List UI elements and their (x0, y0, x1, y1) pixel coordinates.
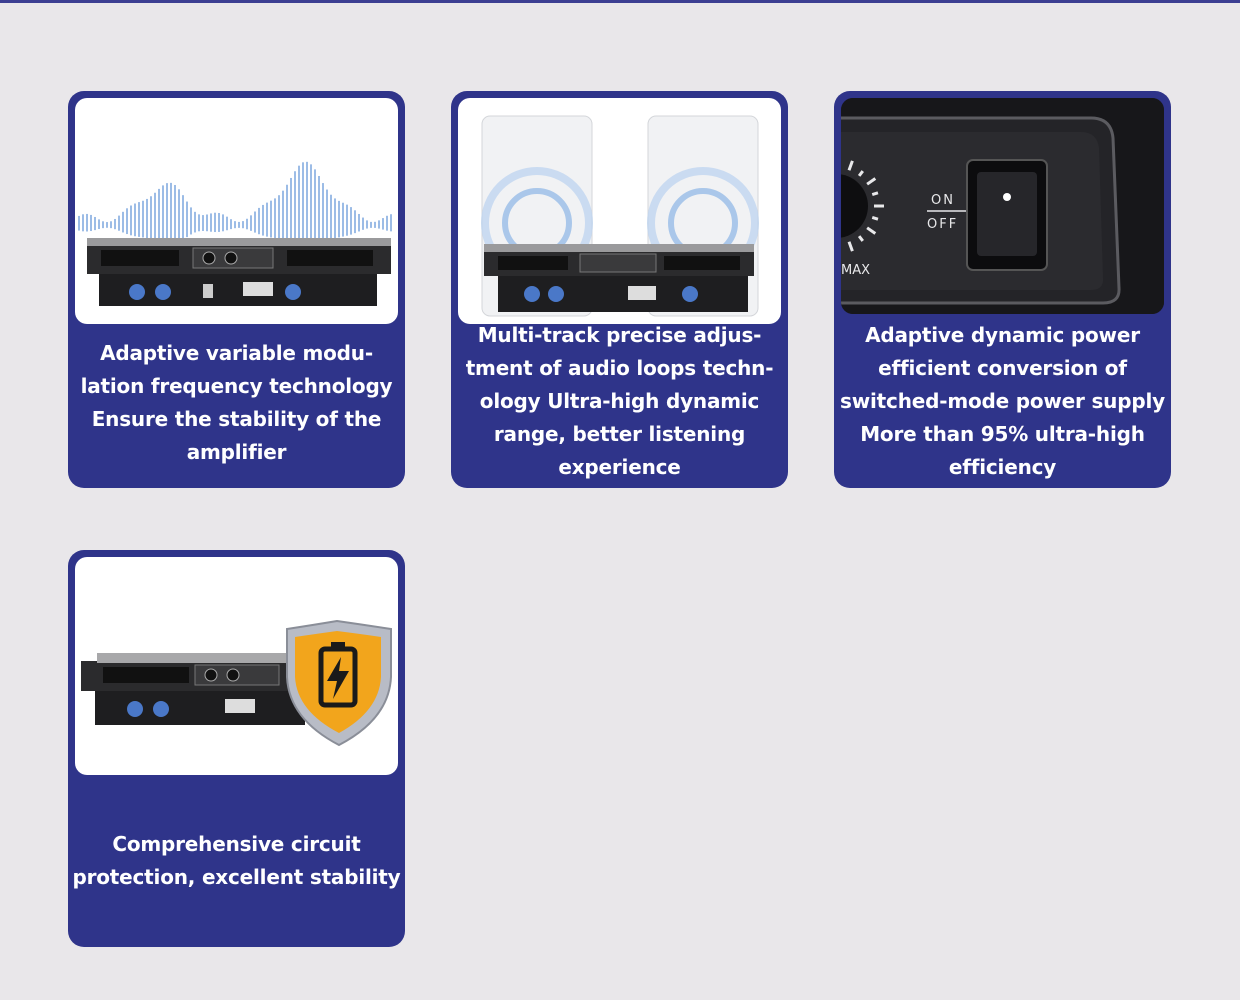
feature-card-protection: Comprehensive circuit protection, excell… (68, 550, 405, 947)
feature-line: Comprehensive circuit (112, 832, 361, 856)
feature-line: efficiency (948, 455, 1057, 479)
speakers-image (458, 98, 781, 324)
switch-off-label: OFF (927, 217, 958, 232)
feature-line: experience (558, 455, 681, 479)
switch-on-label: ON (931, 193, 955, 208)
power-switch-image: MAX ON OFF (841, 98, 1164, 314)
feature-card-power: MAX ON OFF Adaptive dynamic power effici… (834, 91, 1171, 488)
amplifier-wave-image (75, 98, 398, 324)
feature-line: Adaptive dynamic power (865, 323, 1140, 347)
feature-line: Adaptive variable modu- (100, 341, 373, 365)
feature-text: Multi-track precise adjus- tment of audi… (451, 319, 788, 484)
feature-text: Adaptive variable modu- lation frequency… (68, 337, 405, 469)
feature-line: More than 95% ultra-high (860, 422, 1145, 446)
feature-line: lation frequency technology (80, 374, 393, 398)
power-switch-icon (966, 159, 1048, 271)
feature-text: Adaptive dynamic power efficient convers… (834, 319, 1171, 484)
battery-shield-icon (286, 619, 392, 747)
feature-line: protection, excellent stability (72, 865, 401, 889)
feature-line: ology Ultra-high dynamic (479, 389, 760, 413)
feature-text: Comprehensive circuit protection, excell… (68, 828, 405, 894)
top-divider (0, 0, 1240, 3)
volume-knob-icon (841, 160, 884, 252)
feature-card-modulation: Adaptive variable modu- lation frequency… (68, 91, 405, 488)
knob-max-label: MAX (841, 263, 870, 278)
feature-line: switched-mode power supply (840, 389, 1165, 413)
feature-line: efficient conversion of (878, 356, 1127, 380)
sound-wave-icon (78, 161, 392, 256)
amplifier-icon (484, 244, 754, 312)
feature-line: tment of audio loops techn- (465, 356, 774, 380)
feature-card-multitrack: Multi-track precise adjus- tment of audi… (451, 91, 788, 488)
feature-line: amplifier (186, 440, 287, 464)
amplifier-icon (81, 653, 381, 725)
amplifier-icon (87, 238, 391, 306)
feature-line: Multi-track precise adjus- (477, 323, 762, 347)
feature-line: range, better listening (493, 422, 746, 446)
protection-image (75, 557, 398, 775)
feature-line: Ensure the stability of the (91, 407, 382, 431)
